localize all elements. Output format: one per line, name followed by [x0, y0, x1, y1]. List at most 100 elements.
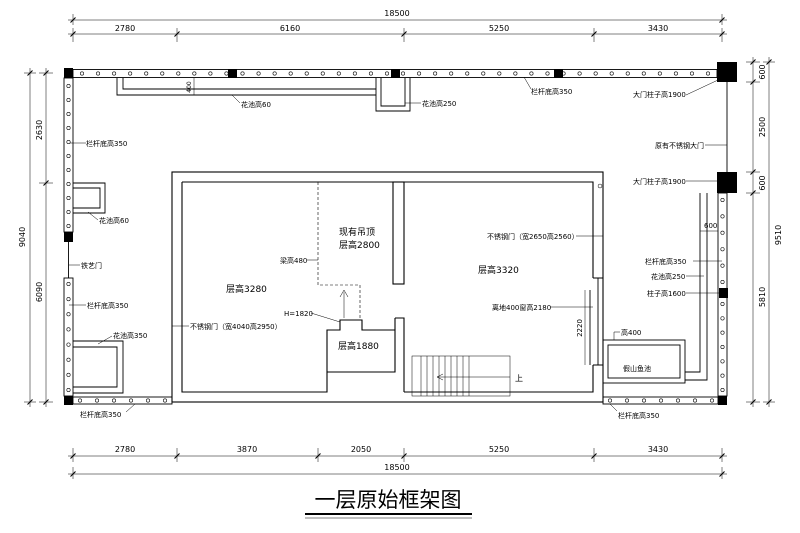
column	[718, 396, 727, 405]
dim-top-segment: 5250	[489, 24, 509, 33]
railing-post	[720, 279, 725, 284]
railing-post	[368, 71, 373, 76]
planter-left-bottom-outer	[73, 340, 124, 394]
railing-posts	[66, 71, 725, 403]
dimension-tick	[750, 169, 756, 175]
railing-post	[96, 71, 101, 76]
dimension-tick	[174, 31, 180, 37]
dim-right-segment: 2500	[758, 117, 767, 137]
column	[719, 288, 728, 298]
planter-top-left-outer	[116, 78, 376, 96]
inner-wall	[181, 182, 396, 393]
railing-post	[417, 71, 422, 76]
planter-top-left-inner	[122, 78, 376, 90]
railing-post	[66, 168, 71, 173]
dimension-tick	[70, 31, 76, 37]
railing-post	[720, 344, 725, 349]
label-railing-right: 栏杆底高350	[645, 257, 686, 266]
railing-post	[577, 71, 582, 76]
leader-line	[231, 94, 241, 104]
railing-post	[240, 71, 245, 76]
label-height-2800: 层高2800	[339, 239, 380, 251]
railing-post	[720, 301, 725, 306]
dim-top-segment: 6160	[280, 24, 300, 33]
railing-post	[66, 281, 71, 286]
railing-post	[66, 372, 71, 377]
leader-line	[87, 211, 99, 221]
railing-post	[129, 398, 134, 403]
railing-post	[481, 71, 486, 76]
label-railing-left-upper: 栏杆底高350	[86, 139, 127, 148]
dim-top-segment: 2780	[115, 24, 135, 33]
dimension-tick	[750, 79, 756, 85]
label-window: 离地400窗高2180	[492, 303, 551, 312]
railing-post	[624, 398, 629, 403]
railing-post	[609, 71, 614, 76]
railing-post	[720, 263, 725, 268]
label-railing-left-lower: 栏杆底高350	[87, 301, 128, 310]
railing-post	[720, 214, 725, 219]
dimension-tick	[27, 70, 33, 76]
railing-post	[95, 398, 100, 403]
railing-post	[66, 126, 71, 131]
railing-post	[449, 71, 454, 76]
railing-post	[128, 71, 133, 76]
dimension-tick	[591, 31, 597, 37]
railing-post	[465, 71, 470, 76]
railing-post	[66, 84, 71, 89]
railing-post	[709, 398, 714, 403]
label-planter-top-center: 花池高250	[422, 99, 456, 108]
column	[554, 69, 563, 78]
dimension-tick	[315, 453, 321, 459]
dimension-tick	[174, 453, 180, 459]
railing-post	[66, 112, 71, 117]
dim-bottom-total: 18500	[384, 463, 409, 472]
label-existing-gate: 原有不锈钢大门	[655, 141, 704, 150]
dimension-tick	[719, 453, 725, 459]
label-railing-bottom-left: 栏杆底高350	[80, 410, 121, 419]
label-gate-pillar-lower: 大门柱子高1900	[633, 177, 686, 186]
label-suspended-ceiling: 现有吊顶	[339, 226, 375, 238]
railing-post	[163, 398, 168, 403]
railing-post	[720, 316, 725, 321]
planter-left-bottom-inner	[73, 346, 118, 388]
railing-post	[160, 71, 165, 76]
railing-post	[692, 398, 697, 403]
label-height-3320: 层高3320	[478, 264, 519, 276]
label-height-3280: 层高3280	[226, 283, 267, 295]
railing-post	[641, 71, 646, 76]
right-inner-railing	[685, 193, 708, 381]
dim-right-segment: 600	[758, 64, 767, 79]
railing-post	[80, 71, 85, 76]
label-planter-right: 花池高250	[651, 272, 685, 281]
railing-post	[304, 71, 309, 76]
planter-left-inner	[73, 187, 101, 209]
dimension-tick	[70, 471, 76, 477]
leader-line	[609, 403, 618, 412]
railing-post	[192, 71, 197, 76]
house	[171, 171, 604, 403]
dim-bottom-segment: 2780	[115, 445, 135, 454]
leader-line	[125, 403, 136, 413]
column	[64, 396, 73, 405]
label-height-1880: 层高1880	[338, 340, 379, 352]
right-inner-railing	[685, 193, 701, 373]
leader-line	[310, 312, 341, 323]
label-pond-height: 高400	[621, 328, 641, 337]
dim-top-segment: 3430	[648, 24, 668, 33]
railing-post	[144, 71, 149, 76]
dimension-texts: 18500 2780 6160 5250 3430 2780 3870 2050…	[18, 9, 783, 472]
label-railing-top: 栏杆底高350	[531, 87, 572, 96]
column	[228, 69, 237, 78]
dimension-tick	[750, 190, 756, 196]
arrow-icon	[339, 289, 349, 318]
railing-post	[66, 196, 71, 201]
railing-post	[625, 71, 630, 76]
label-door-right: 不锈钢门（宽2650高2560）	[487, 232, 579, 241]
railing-post	[497, 71, 502, 76]
dimension-tick	[766, 59, 772, 65]
partition-wall	[392, 181, 405, 285]
railing-post	[66, 297, 71, 302]
railing-post	[384, 71, 389, 76]
